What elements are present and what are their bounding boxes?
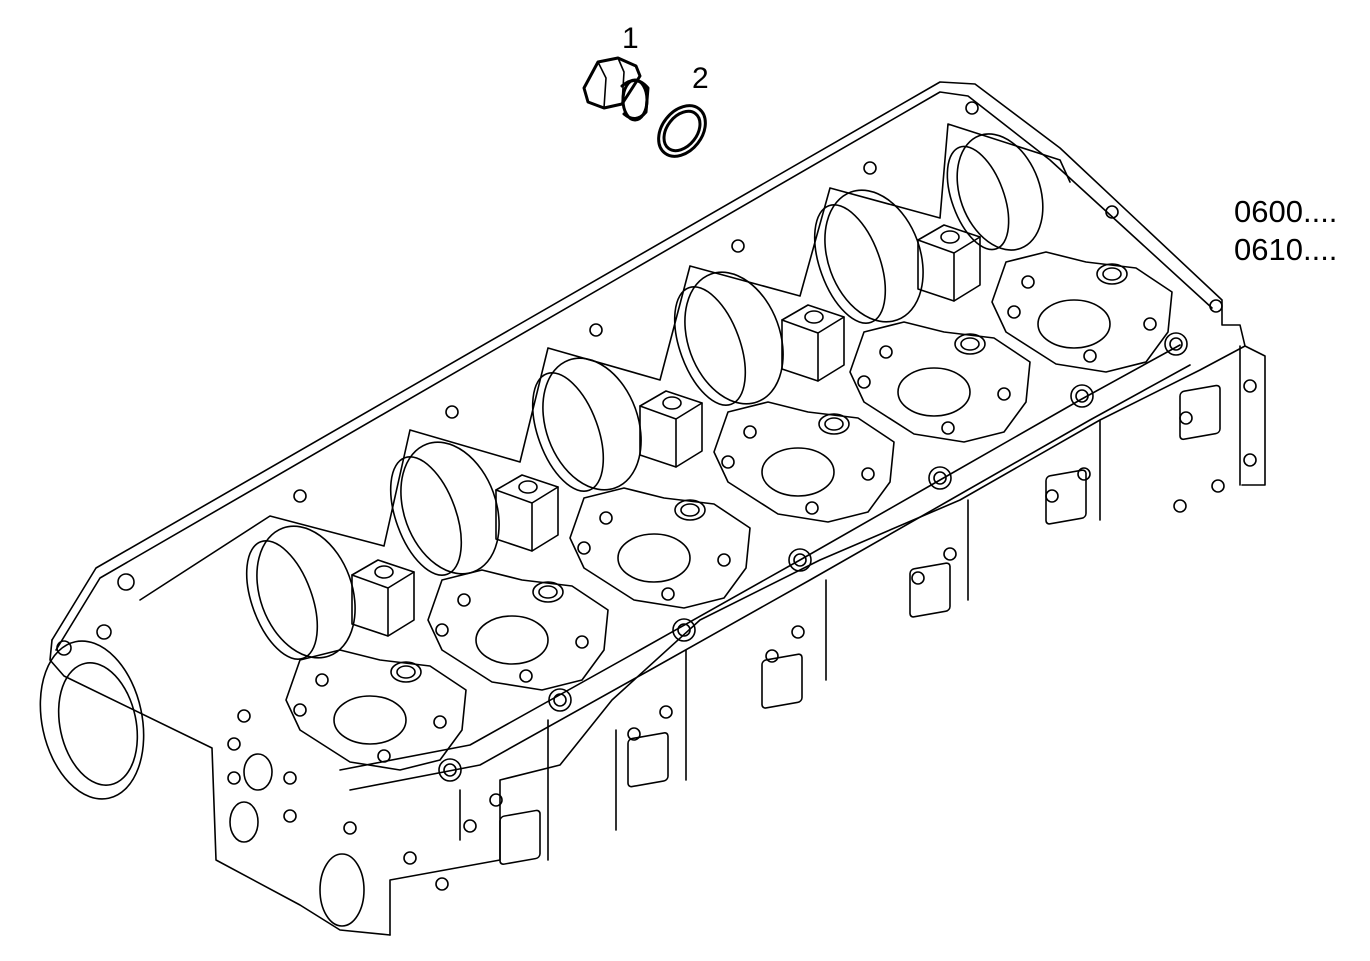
plug-screw-part (582, 56, 650, 122)
reference-code-1: 0600.... (1234, 194, 1338, 229)
camshaft-bores (245, 133, 1044, 660)
reference-code-2: 0610.... (1234, 232, 1338, 267)
cylinder-head-body (39, 81, 1266, 936)
callout-2-label: 2 (692, 62, 709, 95)
side-ports (463, 379, 1257, 866)
head-bolt-bosses (237, 101, 1223, 782)
callout-1-label: 1 (622, 22, 639, 55)
injector-flanges (285, 251, 1173, 771)
bearing-blocks (351, 224, 981, 637)
sealing-washer-part (657, 104, 707, 158)
